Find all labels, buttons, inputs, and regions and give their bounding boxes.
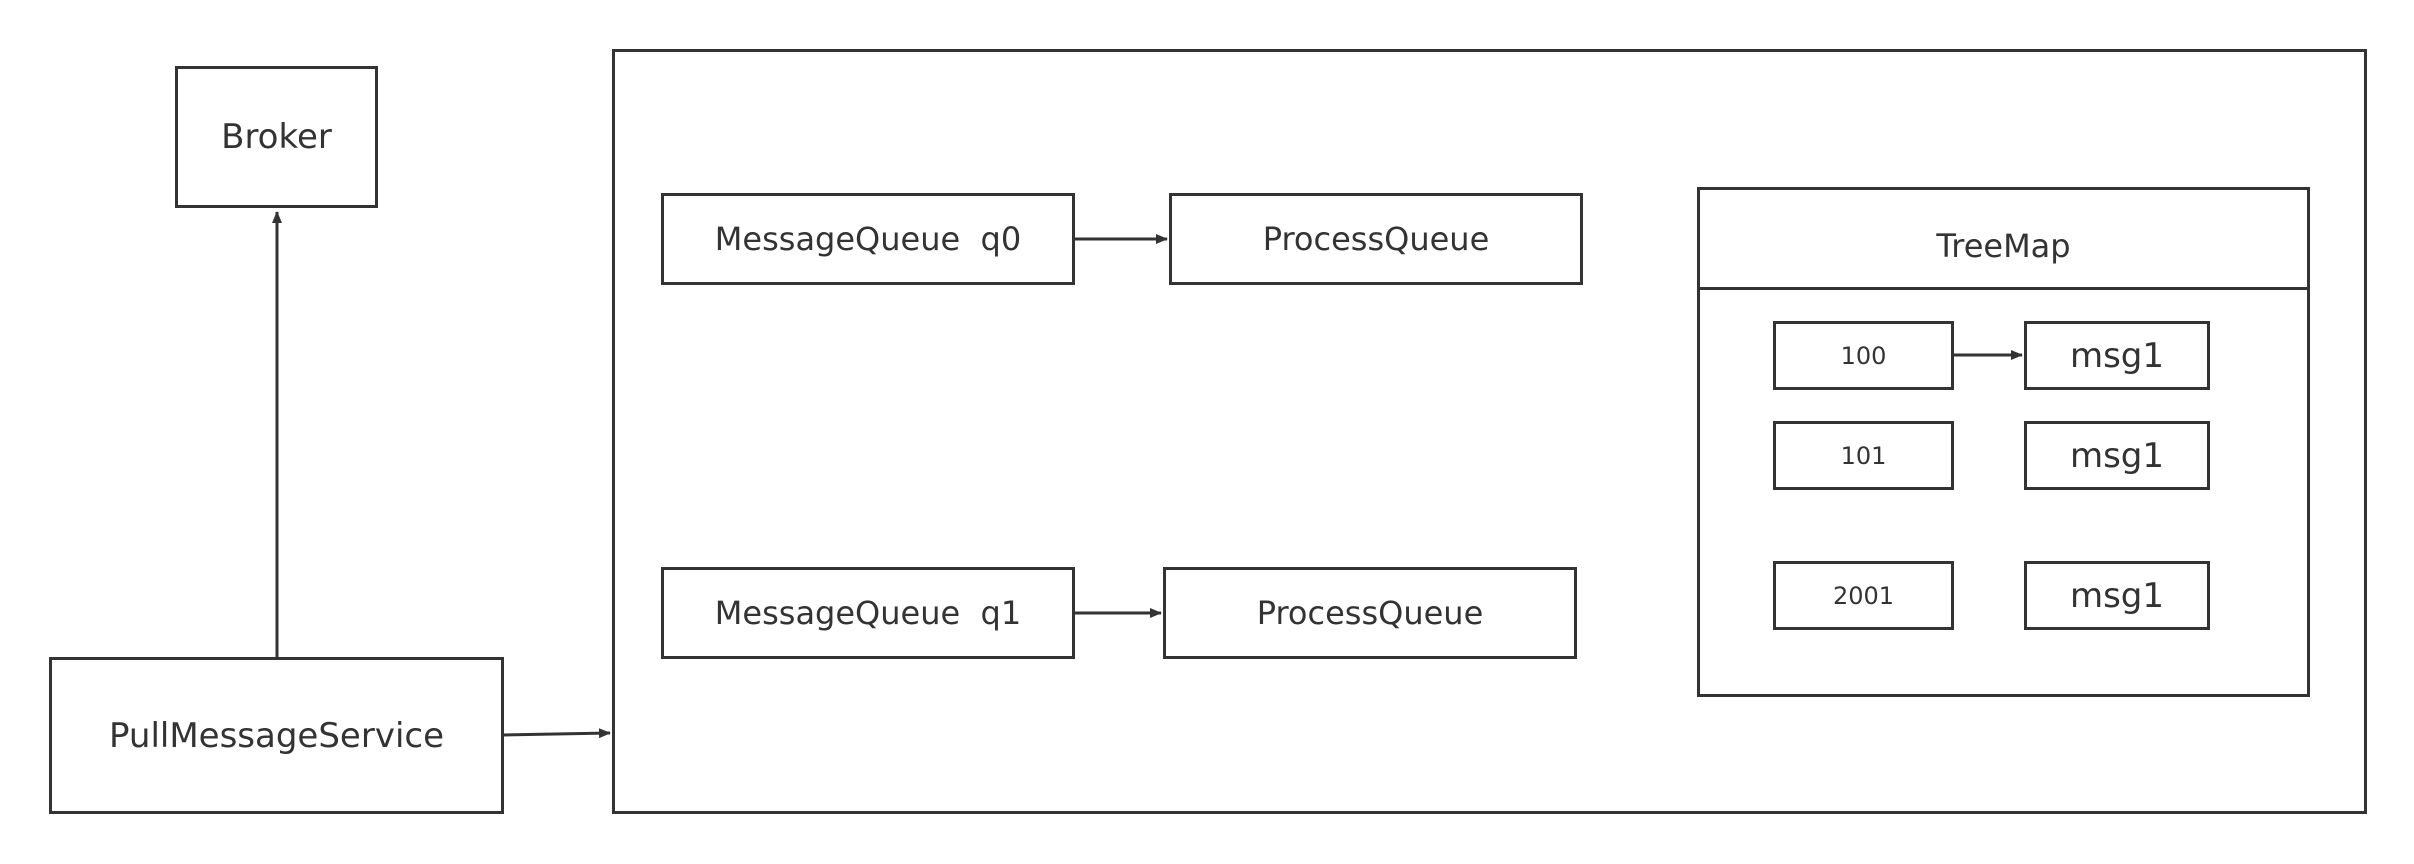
treemap-value-label: msg1 xyxy=(2069,335,2165,376)
broker-label: Broker xyxy=(221,117,332,157)
process-queue-1-node: ProcessQueue xyxy=(1163,567,1577,659)
treemap-value: msg1 xyxy=(2024,561,2210,630)
message-queue-q0-node: MessageQueue q0 xyxy=(661,193,1075,285)
process-queue-1-label: ProcessQueue xyxy=(1256,594,1484,632)
treemap-value: msg1 xyxy=(2024,321,2210,390)
treemap-key: 2001 xyxy=(1773,561,1954,630)
treemap-header-divider xyxy=(1697,287,2310,290)
treemap-key: 100 xyxy=(1773,321,1954,390)
treemap-key-label: 100 xyxy=(1840,341,1887,370)
treemap-value-label: msg1 xyxy=(2069,435,2165,476)
message-queue-q1-label: MessageQueue q1 xyxy=(714,594,1022,632)
arrow-pull-to-container xyxy=(503,728,611,739)
treemap-value: msg1 xyxy=(2024,421,2210,490)
message-queue-q0-label: MessageQueue q0 xyxy=(714,220,1022,258)
pull-message-service-label: PullMessageService xyxy=(108,715,445,756)
pull-message-service-node: PullMessageService xyxy=(49,657,504,814)
process-queue-0-node: ProcessQueue xyxy=(1169,193,1583,285)
treemap-key-label: 2001 xyxy=(1832,581,1895,610)
treemap-title: TreeMap xyxy=(1936,227,2071,265)
broker-node: Broker xyxy=(175,66,378,208)
treemap-key: 101 xyxy=(1773,421,1954,490)
process-queue-0-label: ProcessQueue xyxy=(1262,220,1490,258)
message-queue-q1-node: MessageQueue q1 xyxy=(661,567,1075,659)
treemap-value-label: msg1 xyxy=(2069,575,2165,616)
treemap-key-label: 101 xyxy=(1840,441,1887,470)
